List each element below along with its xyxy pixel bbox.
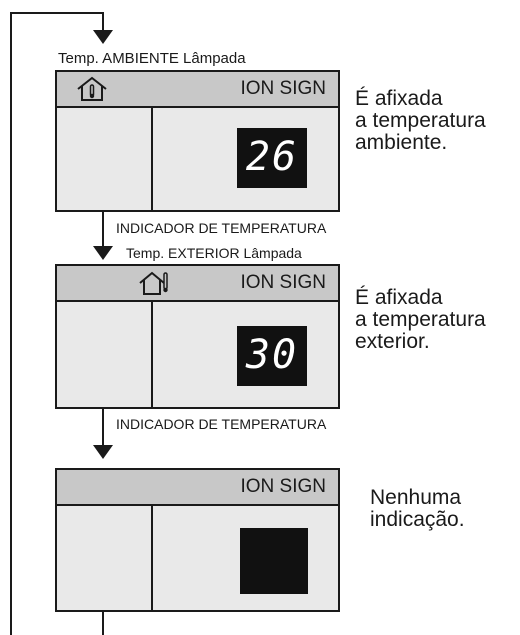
display-panel-none: ION SIGN — [55, 468, 340, 612]
house-thermometer-inside-icon — [75, 76, 109, 107]
loop-left-line — [10, 12, 12, 635]
lcd-display-blank — [240, 528, 308, 594]
ion-sign-label: ION SIGN — [240, 272, 326, 293]
lcd-display: 26 — [237, 128, 307, 188]
caption-none: Nenhuma indicação. — [370, 486, 465, 531]
arrow-to-panel-1 — [93, 30, 113, 44]
panel-bar: ION SIGN — [57, 72, 338, 108]
arrow-to-panel-3 — [93, 445, 113, 459]
display-panel-ambient: ION SIGN 26 — [55, 70, 340, 212]
panel-divider — [151, 108, 153, 210]
loop-bottom-line — [102, 612, 104, 635]
lcd-value: 30 — [245, 332, 299, 378]
arrow-1-line — [102, 212, 104, 248]
ion-sign-label: ION SIGN — [240, 476, 326, 497]
exterior-lamp-label: Temp. EXTERIOR Lâmpada — [126, 245, 302, 261]
caption-exterior: É afixada a temperatura exterior. — [355, 286, 486, 353]
indicator-label-1: INDICADOR DE TEMPERATURA — [116, 220, 327, 236]
ambient-lamp-label: Temp. AMBIENTE Lâmpada — [58, 50, 246, 67]
ion-sign-label: ION SIGN — [240, 78, 326, 99]
panel-bar: ION SIGN — [57, 470, 338, 506]
lcd-display: 30 — [237, 326, 307, 386]
indicator-label-2: INDICADOR DE TEMPERATURA — [116, 416, 327, 432]
panel-divider — [151, 302, 153, 407]
loop-top-drop — [102, 12, 104, 32]
house-thermometer-outside-icon — [137, 270, 171, 301]
loop-top-line — [10, 12, 104, 14]
lcd-value: 26 — [245, 134, 299, 180]
arrow-to-panel-2 — [93, 246, 113, 260]
panel-divider — [151, 506, 153, 610]
panel-bar: ION SIGN — [57, 266, 338, 302]
arrow-2-line — [102, 409, 104, 447]
caption-ambient: É afixada a temperatura ambiente. — [355, 87, 486, 154]
display-panel-exterior: ION SIGN 30 — [55, 264, 340, 409]
